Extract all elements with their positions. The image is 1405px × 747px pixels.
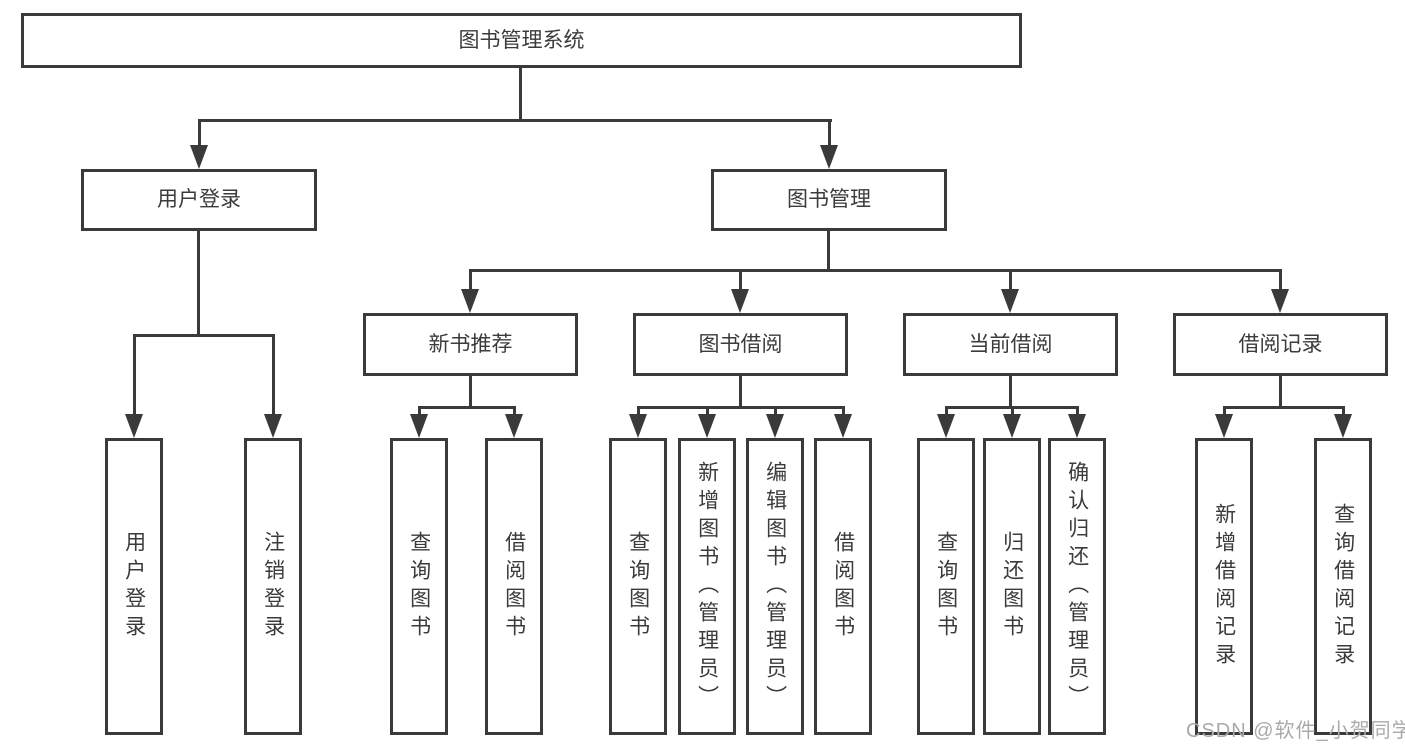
connector-user-login-rail <box>133 334 275 337</box>
connector-level2-rail <box>198 119 832 122</box>
connector-borrowing-rail <box>637 406 845 409</box>
node-book-borrowing-label: 图书借阅 <box>698 332 783 356</box>
leaf-logout-label: 注销登录 <box>261 530 285 643</box>
connector-drop-leaf-logout <box>272 334 275 416</box>
leaf-edit-books-admin: 编辑图书（管理员） <box>746 438 804 735</box>
node-new-book-recommend-label: 新书推荐 <box>428 332 513 356</box>
leaf-current-query-books-label: 查询图书 <box>934 530 958 643</box>
arrow-to-edit-books-icon <box>766 414 784 438</box>
leaf-current-query-books: 查询图书 <box>917 438 975 735</box>
connector-book-management-stem <box>827 231 830 272</box>
node-library-management-system-label: 图书管理系统 <box>458 28 585 52</box>
connector-drop-current-query <box>945 406 948 418</box>
connector-recommend-stem <box>469 376 472 409</box>
arrow-to-borrowing-borrow-icon <box>834 414 852 438</box>
arrow-to-confirm-return-icon <box>1068 414 1086 438</box>
arrow-to-add-books-icon <box>698 414 716 438</box>
node-library-management-system: 图书管理系统 <box>21 13 1022 68</box>
leaf-confirm-return-admin-label: 确认归还（管理员） <box>1065 460 1089 713</box>
node-current-borrowing-label: 当前借阅 <box>968 332 1053 356</box>
arrow-to-leaf-logout-icon <box>264 414 282 438</box>
leaf-recommend-borrow-books: 借阅图书 <box>485 438 543 735</box>
node-book-borrowing: 图书借阅 <box>633 313 848 376</box>
leaf-add-books-admin: 新增图书（管理员） <box>678 438 736 735</box>
connector-drop-leaf-user-login <box>133 334 136 416</box>
arrow-to-recommend-borrow-icon <box>505 414 523 438</box>
connector-level3-rail <box>469 269 1282 272</box>
leaf-add-borrow-record-label: 新增借阅记录 <box>1212 502 1236 671</box>
connector-current-stem <box>1009 376 1012 409</box>
arrow-to-user-login-icon <box>190 145 208 169</box>
leaf-add-borrow-record: 新增借阅记录 <box>1195 438 1253 735</box>
connector-drop-add-record <box>1223 406 1226 418</box>
connector-drop-book-management <box>828 119 831 149</box>
arrow-to-return-books-icon <box>1003 414 1021 438</box>
leaf-query-borrow-record-label: 查询借阅记录 <box>1331 502 1355 671</box>
arrow-to-current-query-icon <box>937 414 955 438</box>
leaf-recommend-query-books: 查询图书 <box>390 438 448 735</box>
leaf-borrowing-query-books-label: 查询图书 <box>626 530 650 643</box>
leaf-recommend-query-books-label: 查询图书 <box>407 530 431 643</box>
arrow-to-borrowing-query-icon <box>629 414 647 438</box>
arrow-to-current-borrowing-icon <box>1001 289 1019 313</box>
arrow-to-recommend-query-icon <box>410 414 428 438</box>
connector-drop-borrowing-borrow <box>842 406 845 418</box>
connector-drop-current-borrowing <box>1009 269 1012 291</box>
arrow-to-query-record-icon <box>1334 414 1352 438</box>
connector-user-login-stem <box>197 231 200 337</box>
node-user-login-module: 用户登录 <box>81 169 317 231</box>
leaf-return-books-label: 归还图书 <box>1000 530 1024 643</box>
arrow-to-borrow-records-icon <box>1271 289 1289 313</box>
connector-drop-recommend-borrow <box>513 406 516 418</box>
connector-drop-borrow-records <box>1279 269 1282 291</box>
arrow-to-book-borrowing-icon <box>731 289 749 313</box>
connector-drop-confirm-return <box>1076 406 1079 418</box>
node-user-login-module-label: 用户登录 <box>157 188 241 212</box>
node-book-management: 图书管理 <box>711 169 947 231</box>
connector-drop-return-books <box>1011 406 1014 418</box>
connector-drop-book-borrowing <box>739 269 742 291</box>
connector-drop-new-book-recommend <box>469 269 472 291</box>
leaf-logout: 注销登录 <box>244 438 302 735</box>
leaf-user-login-label: 用户登录 <box>122 530 146 643</box>
arrow-to-add-record-icon <box>1215 414 1233 438</box>
arrow-to-leaf-user-login-icon <box>125 414 143 438</box>
leaf-edit-books-admin-label: 编辑图书（管理员） <box>763 460 787 713</box>
connector-records-stem <box>1279 376 1282 409</box>
connector-drop-add-books <box>706 406 709 418</box>
leaf-recommend-borrow-books-label: 借阅图书 <box>502 530 526 643</box>
leaf-return-books: 归还图书 <box>983 438 1041 735</box>
connector-recommend-rail <box>418 406 516 409</box>
connector-drop-borrowing-query <box>637 406 640 418</box>
leaf-query-borrow-record: 查询借阅记录 <box>1314 438 1372 735</box>
connector-root-stem <box>519 68 522 122</box>
leaf-borrowing-borrow-books: 借阅图书 <box>814 438 872 735</box>
connector-drop-edit-books <box>774 406 777 418</box>
node-new-book-recommend: 新书推荐 <box>363 313 578 376</box>
connector-drop-user-login <box>198 119 201 149</box>
connector-drop-recommend-query <box>418 406 421 418</box>
leaf-user-login: 用户登录 <box>105 438 163 735</box>
connector-records-rail <box>1223 406 1345 409</box>
node-current-borrowing: 当前借阅 <box>903 313 1118 376</box>
csdn-watermark: CSDN @软件_小贺同学 <box>1186 720 1405 742</box>
leaf-borrowing-query-books: 查询图书 <box>609 438 667 735</box>
node-book-management-label: 图书管理 <box>787 188 871 212</box>
connector-drop-query-record <box>1342 406 1345 418</box>
node-borrow-records: 借阅记录 <box>1173 313 1388 376</box>
arrow-to-new-book-recommend-icon <box>461 289 479 313</box>
arrow-to-book-management-icon <box>820 145 838 169</box>
node-borrow-records-label: 借阅记录 <box>1238 332 1323 356</box>
leaf-confirm-return-admin: 确认归还（管理员） <box>1048 438 1106 735</box>
leaf-add-books-admin-label: 新增图书（管理员） <box>695 460 719 713</box>
connector-borrowing-stem <box>739 376 742 409</box>
leaf-borrowing-borrow-books-label: 借阅图书 <box>831 530 855 643</box>
